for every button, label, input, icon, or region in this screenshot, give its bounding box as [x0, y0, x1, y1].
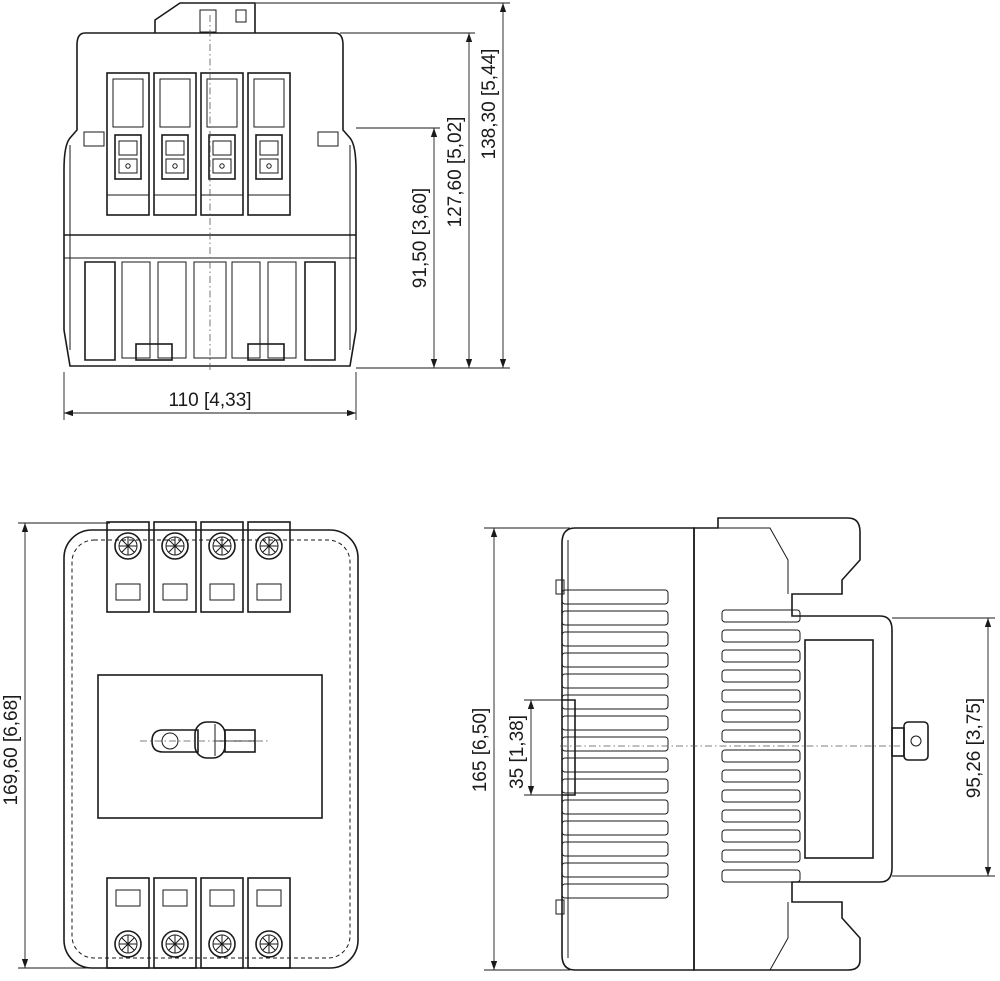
dim-width-front: 110 [4,33] [168, 390, 251, 411]
side-view-dimensions: 165 [6,50] 35 [1,38] 95,26 [3,75] [470, 527, 995, 971]
dim-height-3: 138,30 [5,44] [479, 49, 500, 160]
dim-rail-width: 35 [1,38] [507, 715, 528, 789]
cooling-fins-left [561, 589, 669, 899]
dim-side-height: 165 [6,50] [470, 708, 491, 793]
front-view [63, 2, 357, 370]
dim-plan-height: 169,60 [6,68] [1, 695, 22, 806]
plan-view-dimensions: 169,60 [6,68] [1, 522, 110, 969]
cooling-fins-right [721, 609, 801, 883]
front-view-dimensions: 110 [4,33] 91,50 [3,60] 127,60 [5,02] 13… [63, 2, 510, 420]
dim-side-mount: 95,26 [3,75] [964, 698, 985, 798]
dim-height-1: 91,50 [3,60] [410, 188, 431, 288]
plan-view [63, 522, 359, 969]
dim-height-2: 127,60 [5,02] [445, 117, 466, 228]
side-view [555, 517, 929, 971]
